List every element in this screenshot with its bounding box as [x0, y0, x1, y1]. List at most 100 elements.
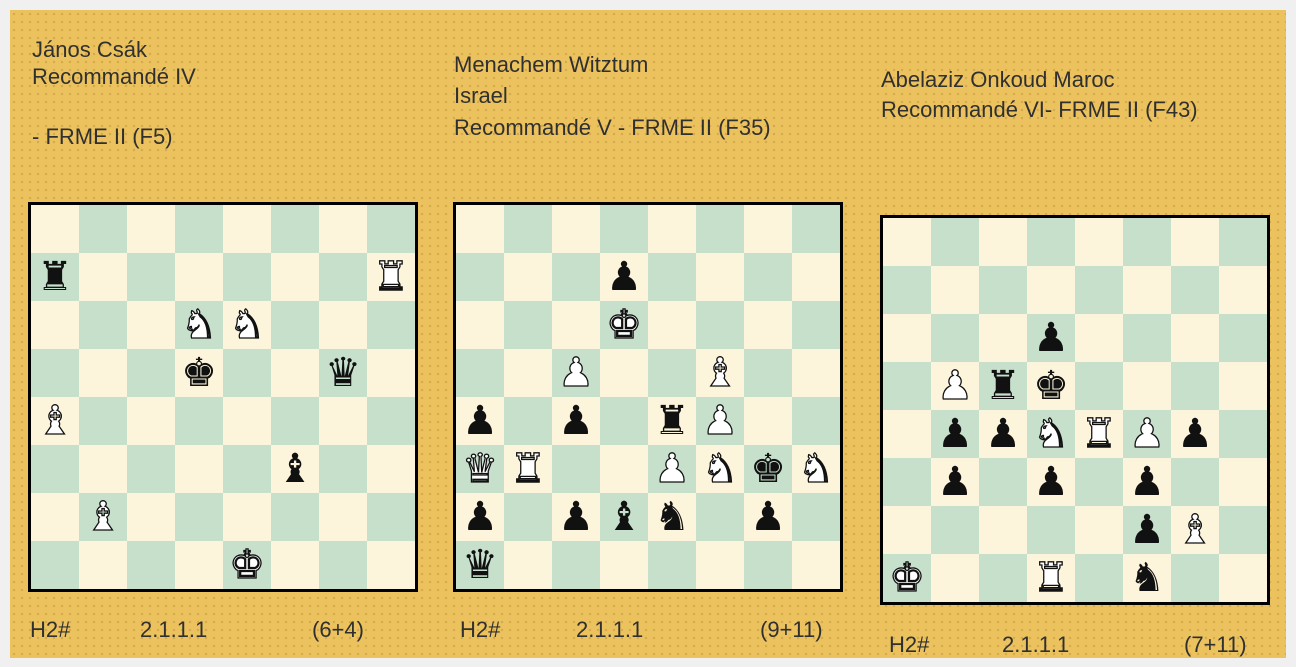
- square-e3: [1075, 458, 1123, 506]
- square-a7: ♜: [31, 253, 79, 301]
- square-c7: [552, 253, 600, 301]
- square-e1: ♚: [223, 541, 271, 589]
- award-line: Recommandé VI- FRME II (F43): [881, 96, 1198, 123]
- square-h6: [1219, 314, 1267, 362]
- white-bishop-icon: ♝: [85, 497, 121, 537]
- square-h5: [1219, 362, 1267, 410]
- solution-count: 2.1.1.1: [576, 616, 643, 643]
- square-e4: ♜: [1075, 410, 1123, 458]
- square-d5: ♚: [175, 349, 223, 397]
- square-d7: [175, 253, 223, 301]
- square-a4: [883, 410, 931, 458]
- square-e2: [1075, 506, 1123, 554]
- black-pawn-icon: ♟: [606, 257, 642, 297]
- square-h1: [1219, 554, 1267, 602]
- stipulation: H2#: [30, 616, 70, 643]
- solution-count: 2.1.1.1: [1002, 631, 1069, 658]
- square-h7: [1219, 266, 1267, 314]
- white-pawn-icon: ♟: [702, 401, 738, 441]
- square-a8: [883, 218, 931, 266]
- black-king-icon: ♚: [750, 449, 786, 489]
- square-f3: ♞: [696, 445, 744, 493]
- square-g1: [1171, 554, 1219, 602]
- chess-board: ♟♚♟♝♟♟♜♟♛♜♟♞♚♞♟♟♝♞♟♛: [453, 202, 843, 592]
- square-h3: ♞: [792, 445, 840, 493]
- chess-board: ♟♟♜♚♟♟♞♜♟♟♟♟♟♟♝♚♜♞: [880, 215, 1270, 605]
- square-f8: [1123, 218, 1171, 266]
- square-f8: [271, 205, 319, 253]
- square-g3: [1171, 458, 1219, 506]
- square-a2: [31, 493, 79, 541]
- white-knight-icon: ♞: [798, 449, 834, 489]
- white-knight-icon: ♞: [181, 305, 217, 345]
- square-a6: [456, 301, 504, 349]
- square-e6: [648, 301, 696, 349]
- square-a7: [883, 266, 931, 314]
- square-b8: [79, 205, 127, 253]
- square-d2: [1027, 506, 1075, 554]
- square-d5: ♚: [1027, 362, 1075, 410]
- square-h3: [1219, 458, 1267, 506]
- square-c5: ♜: [979, 362, 1027, 410]
- square-a7: [456, 253, 504, 301]
- square-d3: ♟: [1027, 458, 1075, 506]
- black-rook-icon: ♜: [985, 366, 1021, 406]
- square-h5: [367, 349, 415, 397]
- square-g6: [1171, 314, 1219, 362]
- square-g8: [744, 205, 792, 253]
- solution-count: 2.1.1.1: [140, 616, 207, 643]
- square-a4: ♟: [456, 397, 504, 445]
- square-a8: [456, 205, 504, 253]
- stipulation: H2#: [889, 631, 929, 658]
- square-e3: ♟: [648, 445, 696, 493]
- square-b2: ♝: [79, 493, 127, 541]
- square-f2: [696, 493, 744, 541]
- diagram-panel: János Csák Recommandé IV - FRME II (F5) …: [10, 10, 1286, 658]
- white-king-icon: ♚: [229, 545, 265, 585]
- square-b6: [504, 301, 552, 349]
- square-d6: ♟: [1027, 314, 1075, 362]
- white-pawn-icon: ♟: [1129, 414, 1165, 454]
- square-f2: [271, 493, 319, 541]
- square-c8: [127, 205, 175, 253]
- square-f6: [271, 301, 319, 349]
- black-pawn-icon: ♟: [937, 462, 973, 502]
- square-d8: [600, 205, 648, 253]
- white-king-icon: ♚: [889, 558, 925, 598]
- square-b8: [931, 218, 979, 266]
- chess-board: ♜♜♞♞♚♛♝♝♝♚: [28, 202, 418, 592]
- square-a1: [31, 541, 79, 589]
- square-c8: [552, 205, 600, 253]
- black-pawn-icon: ♟: [1033, 462, 1069, 502]
- square-g5: [744, 349, 792, 397]
- square-c5: [127, 349, 175, 397]
- square-c6: [127, 301, 175, 349]
- square-e3: [223, 445, 271, 493]
- white-knight-icon: ♞: [1033, 414, 1069, 454]
- square-d8: [1027, 218, 1075, 266]
- white-rook-icon: ♜: [1081, 414, 1117, 454]
- white-pawn-icon: ♟: [558, 353, 594, 393]
- square-c1: [979, 554, 1027, 602]
- square-d2: [175, 493, 223, 541]
- square-b4: ♟: [931, 410, 979, 458]
- square-b1: [504, 541, 552, 589]
- square-b3: ♜: [504, 445, 552, 493]
- square-h4: [1219, 410, 1267, 458]
- square-h5: [792, 349, 840, 397]
- square-g5: ♛: [319, 349, 367, 397]
- black-pawn-icon: ♟: [558, 497, 594, 537]
- square-b4: [79, 397, 127, 445]
- square-a4: ♝: [31, 397, 79, 445]
- award-line: Recommandé IV: [32, 63, 196, 90]
- square-c3: [127, 445, 175, 493]
- square-a5: [456, 349, 504, 397]
- square-f1: [696, 541, 744, 589]
- square-a3: ♛: [456, 445, 504, 493]
- black-pawn-icon: ♟: [1129, 510, 1165, 550]
- black-pawn-icon: ♟: [985, 414, 1021, 454]
- square-h2: [367, 493, 415, 541]
- black-knight-icon: ♞: [654, 497, 690, 537]
- square-d8: [175, 205, 223, 253]
- black-pawn-icon: ♟: [1177, 414, 1213, 454]
